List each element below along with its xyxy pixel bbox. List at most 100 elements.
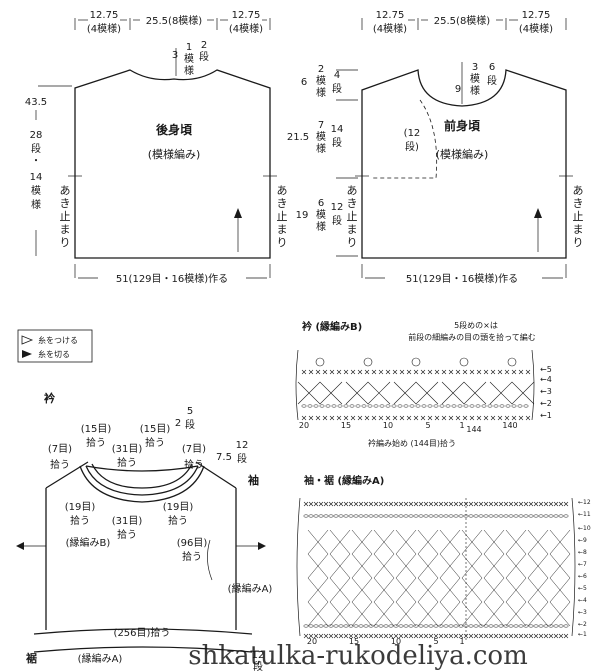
svg-text:1: 1	[459, 421, 464, 430]
chain-stitch	[451, 404, 457, 408]
v-stitch	[489, 381, 535, 405]
diamond-stitch	[351, 601, 373, 627]
svg-text:6: 6	[301, 77, 307, 88]
sc-stitch	[333, 633, 339, 639]
chain-stitch	[558, 514, 564, 518]
svg-text:←4: ←4	[540, 375, 552, 384]
sc-stitch	[548, 633, 554, 639]
collar-stitch-rows	[295, 349, 535, 421]
sc-stitch	[490, 369, 496, 375]
svg-text:51(129目・16模様)作る: 51(129目・16模様)作る	[406, 272, 518, 285]
sc-stitch	[488, 501, 494, 507]
chain-stitch	[433, 624, 439, 628]
chain-stitch	[403, 514, 409, 518]
svg-text:拾う: 拾う	[168, 514, 188, 527]
svg-text:(7目): (7目)	[182, 444, 206, 455]
chain-stitch	[468, 514, 474, 518]
chain-stitch	[323, 514, 329, 518]
sc-stitch	[329, 415, 335, 421]
sc-stitch	[406, 369, 412, 375]
svg-text:段: 段	[31, 142, 41, 155]
sc-stitch	[318, 501, 324, 507]
sc-stitch	[350, 415, 356, 421]
chain-stitch	[473, 514, 479, 518]
diamond-stitch	[439, 577, 461, 603]
svg-text:7.5: 7.5	[216, 452, 232, 463]
svg-text:ま: ま	[60, 223, 71, 236]
chain-stitch	[358, 624, 364, 628]
chain-stitch	[367, 404, 373, 408]
sc-stitch	[508, 633, 514, 639]
sc-stitch	[301, 415, 307, 421]
svg-text:15: 15	[341, 421, 351, 430]
svg-text:12: 12	[236, 440, 249, 451]
back-panel: 12.75 (4模様) 25.5(8模様) 12.75 (4模様) 3 1 模 …	[25, 10, 288, 285]
chain-stitch	[538, 624, 544, 628]
diamond-stitch	[483, 601, 505, 627]
chain-stitch	[343, 514, 349, 518]
chain-stitch	[439, 404, 445, 408]
chain-stitch	[338, 514, 344, 518]
svg-text:←5: ←5	[578, 585, 587, 592]
sc-stitch	[363, 501, 369, 507]
chain-stitch	[403, 624, 409, 628]
svg-text:2: 2	[201, 40, 207, 51]
chain-stitch	[518, 624, 524, 628]
sc-stitch	[438, 501, 444, 507]
sc-stitch	[533, 501, 539, 507]
chain-stitch	[475, 404, 481, 408]
svg-text:14: 14	[331, 124, 344, 135]
sc-stitch	[518, 501, 524, 507]
v-stitch	[393, 381, 439, 405]
sc-stitch	[493, 633, 499, 639]
svg-text:き: き	[60, 197, 71, 210]
sc-stitch	[348, 501, 354, 507]
sc-stitch	[453, 501, 459, 507]
svg-text:(12: (12	[404, 128, 421, 139]
svg-text:・: ・	[31, 156, 41, 167]
back-bottom-width: 51(129目・16模様)作る	[116, 272, 228, 285]
svg-text:あ: あ	[573, 184, 584, 197]
svg-text:(縁編みB): (縁編みB)	[66, 536, 111, 549]
front-panel-pattern: (模様編み)	[436, 147, 489, 161]
chain-stitch	[328, 514, 334, 518]
chain-stitch	[553, 624, 559, 628]
picot-stitch	[363, 357, 373, 367]
svg-text:1: 1	[186, 42, 192, 53]
sc-stitch	[455, 415, 461, 421]
chain-stitch	[528, 624, 534, 628]
chain-stitch	[353, 624, 359, 628]
chain-stitch	[355, 404, 361, 408]
sc-stitch	[338, 633, 344, 639]
chain-stitch	[318, 624, 324, 628]
chain-stitch	[418, 624, 424, 628]
chain-stitch	[448, 624, 454, 628]
svg-text:(256目)拾う: (256目)拾う	[114, 626, 171, 639]
chain-stitch	[457, 404, 463, 408]
svg-text:25.5(8模様): 25.5(8模様)	[434, 14, 491, 27]
svg-text:15: 15	[349, 637, 359, 646]
sc-stitch	[315, 369, 321, 375]
sc-stitch	[538, 501, 544, 507]
diamond-stitch	[483, 529, 505, 555]
sc-stitch	[398, 501, 404, 507]
svg-text:←1: ←1	[540, 411, 552, 420]
sc-stitch	[378, 501, 384, 507]
chain-stitch	[443, 624, 449, 628]
chain-stitch	[373, 404, 379, 408]
chain-stitch	[319, 404, 325, 408]
sc-stitch	[483, 501, 489, 507]
chain-stitch	[523, 404, 529, 408]
sc-stitch	[504, 369, 510, 375]
sc-stitch	[462, 369, 468, 375]
sc-stitch	[443, 633, 449, 639]
svg-text:模: 模	[184, 53, 194, 65]
diamond-stitch	[461, 553, 483, 579]
diamond-stitch	[417, 553, 439, 579]
sc-stitch	[525, 415, 531, 421]
chain-stitch	[361, 404, 367, 408]
diamond-stitch	[395, 601, 417, 627]
chain-stitch	[313, 514, 319, 518]
sc-stitch	[476, 415, 482, 421]
sc-stitch	[368, 633, 374, 639]
